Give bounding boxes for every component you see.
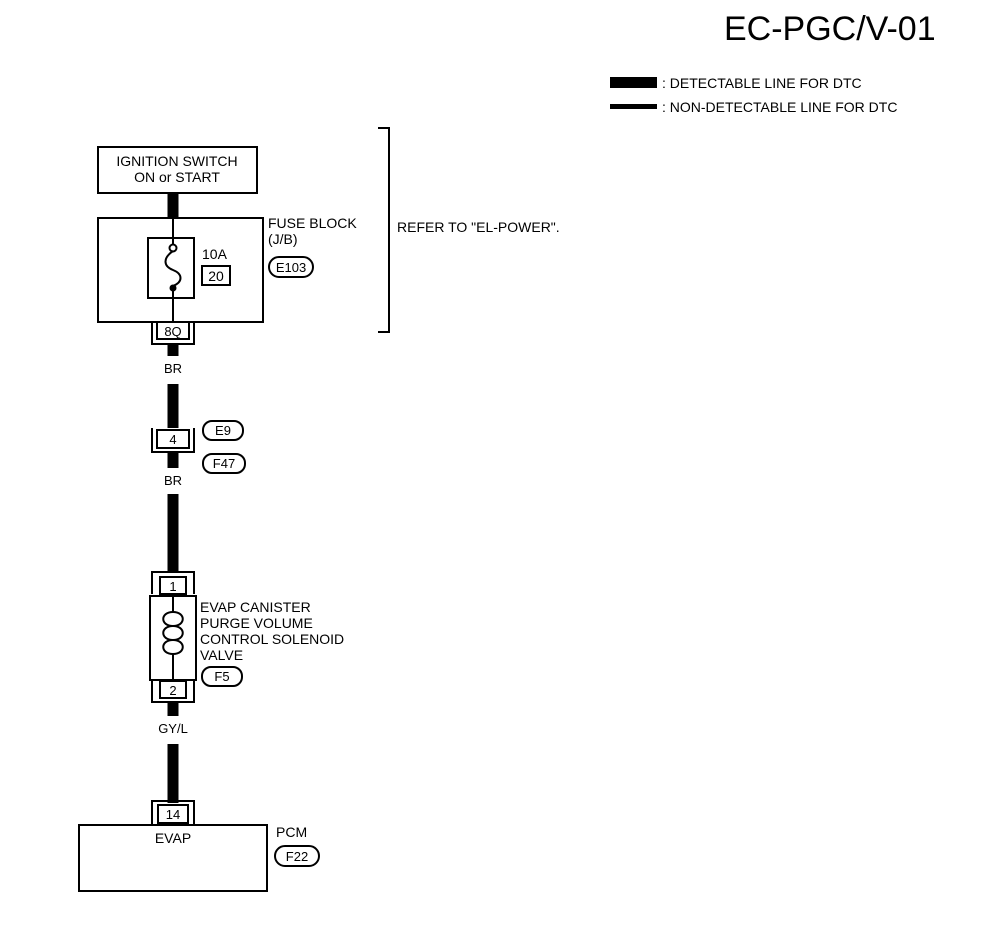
- solenoid-label-line2: PURGE VOLUME: [200, 615, 313, 631]
- fuse-block-connector-badge: [268, 256, 314, 278]
- joint-connector-b: F47: [213, 456, 235, 471]
- fuse-rating: 10A: [202, 246, 228, 262]
- wire1-color: BR: [164, 361, 182, 376]
- joint-connector-b-badge: [202, 453, 246, 474]
- pcm-box: [78, 824, 268, 892]
- solenoid-label-line1: EVAP CANISTER: [200, 599, 311, 615]
- joint-connector-box: [156, 429, 190, 449]
- non-detectable-line-swatch: [610, 104, 657, 109]
- page-title: EC-PGC/V-01: [724, 10, 936, 48]
- ignition-switch-label: IGNITION SWITCH: [116, 153, 237, 169]
- fuse-terminal-bottom: [169, 284, 177, 292]
- fuse-number-box: [201, 265, 231, 286]
- joint-connector-terminal: 4: [169, 432, 176, 447]
- fuse-block-sublabel: (J/B): [268, 231, 298, 247]
- ignition-switch-state: ON or START: [134, 169, 220, 185]
- pcm-terminal-bracket: [151, 800, 195, 825]
- pcm-terminal: 14: [166, 807, 180, 822]
- refer-bracket: [378, 127, 390, 333]
- pcm-connector-badge: [274, 845, 320, 867]
- fuse-terminal-top: [168, 243, 178, 253]
- terminal-8q-bracket: [151, 322, 195, 345]
- fuse-element-icon: [164, 250, 182, 287]
- solenoid-terminal-out: 2: [169, 683, 176, 698]
- fuse-number: 20: [208, 268, 224, 284]
- terminal-8q-label: 8Q: [164, 324, 181, 339]
- fuse-block-connector: E103: [276, 260, 306, 275]
- solenoid-terminal-in-box: [159, 576, 187, 595]
- solenoid-terminal-out-box: [159, 680, 187, 699]
- fuse-block-label: FUSE BLOCK: [268, 215, 357, 231]
- joint-connector-a: E9: [215, 423, 231, 438]
- pcm-connector: F22: [286, 849, 308, 864]
- pcm-terminal-box: [157, 804, 189, 824]
- solenoid-label-line3: CONTROL SOLENOID: [200, 631, 344, 647]
- legend-non-detectable-label: : NON-DETECTABLE LINE FOR DTC: [662, 99, 897, 115]
- terminal-8q-box: [156, 321, 190, 340]
- solenoid-connector-badge: [201, 666, 243, 687]
- solenoid-terminal-in: 1: [169, 579, 176, 594]
- wire2-color: BR: [164, 473, 182, 488]
- solenoid-label-line4: VALVE: [200, 647, 243, 663]
- solenoid-out-bracket: [151, 680, 195, 703]
- ignition-switch-box: [97, 146, 258, 194]
- solenoid-in-bracket: [151, 571, 195, 594]
- joint-connector-bracket: [151, 428, 195, 453]
- wire3-color: GY/L: [158, 721, 188, 736]
- solenoid-connector: F5: [214, 669, 229, 684]
- detectable-line-swatch: [610, 77, 657, 88]
- legend: : DETECTABLE LINE FOR DTC : NON-DETECTAB…: [610, 75, 897, 115]
- refer-note: REFER TO "EL-POWER".: [397, 219, 560, 235]
- pcm-label: PCM: [276, 824, 307, 840]
- joint-connector-a-badge: [202, 420, 244, 441]
- pcm-terminal-name: EVAP: [155, 830, 191, 846]
- legend-detectable-label: : DETECTABLE LINE FOR DTC: [662, 75, 862, 91]
